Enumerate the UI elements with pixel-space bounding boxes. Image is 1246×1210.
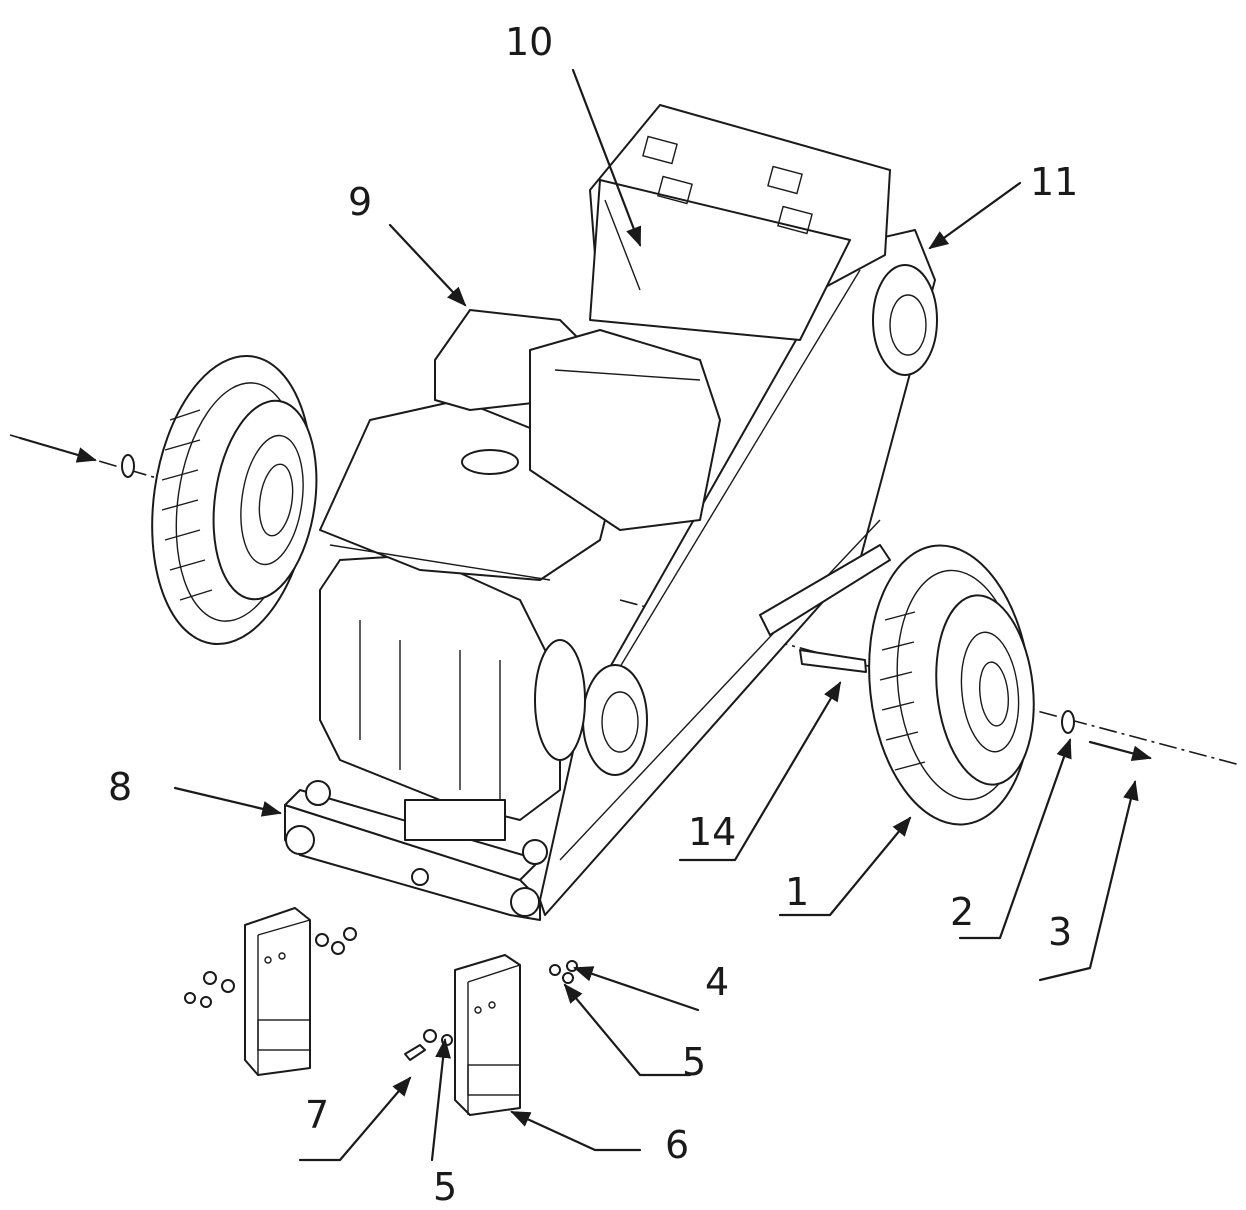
label-6: 6 [665,1123,689,1167]
part-labels: 10 9 11 8 14 1 2 3 4 5 6 7 5 [108,20,1078,1209]
shaft [799,649,867,673]
label-4: 4 [705,960,729,1004]
label-1: 1 [785,870,809,914]
leader-lines [173,68,1139,1162]
label-5-left: 5 [433,1165,457,1209]
label-2: 2 [950,890,974,934]
label-9: 9 [348,180,372,224]
label-10: 10 [505,20,553,64]
label-8: 8 [108,765,132,809]
label-14: 14 [688,810,736,854]
left-wheel [121,355,318,645]
left-washer [121,454,135,478]
right-wheel [868,544,1075,826]
label-7: 7 [305,1093,329,1137]
machine-body [284,104,938,921]
support-leg-left [244,907,311,1076]
right-washer [1061,710,1075,734]
label-11: 11 [1030,160,1078,204]
label-5-right: 5 [682,1040,706,1084]
label-3: 3 [1048,910,1072,954]
support-leg-right [454,954,521,1116]
